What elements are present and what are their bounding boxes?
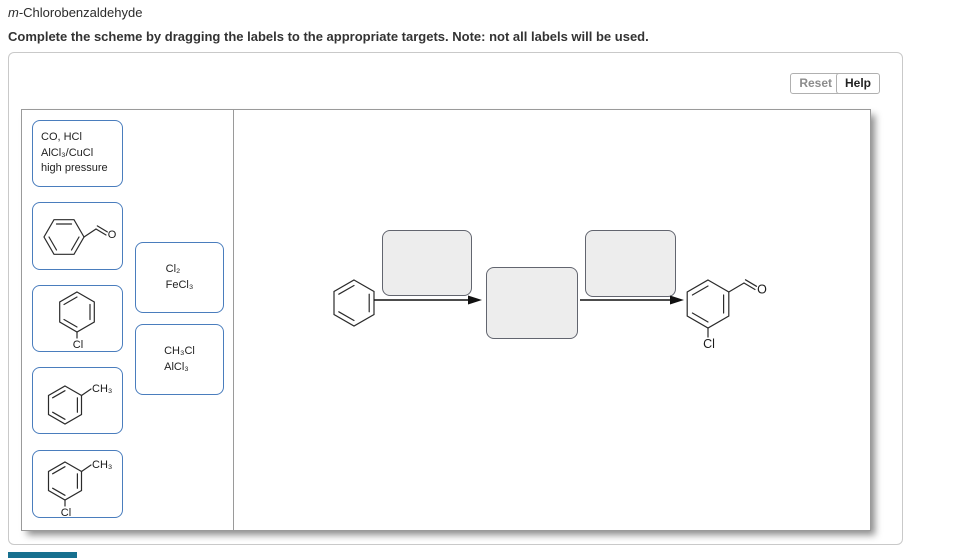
m-chlorotoluene-structure: CH₃ Cl	[47, 459, 112, 517]
intermediate-drop-target[interactable]	[486, 267, 578, 339]
reaction-arrow-2	[580, 295, 684, 305]
page-title: m-Chlorobenzaldehyde	[8, 5, 142, 20]
activity-panel: Reset Help CO, HCl AlCl₃/CuCl high press…	[8, 52, 903, 545]
label-tile-cl2-fecl3[interactable]: Cl₂ FeCl₃	[135, 242, 224, 313]
reagent-drop-target-1[interactable]	[382, 230, 472, 296]
label-tile-toluene[interactable]: CH₃	[32, 367, 123, 434]
toluene-ch3-label: CH₃	[92, 383, 112, 395]
product-o-label: O	[757, 283, 767, 297]
m-chlorotoluene-cl-label: Cl	[60, 507, 70, 517]
benzaldehyde-structure: O	[42, 219, 116, 255]
reset-button[interactable]: Reset	[790, 73, 841, 94]
conditions-line-1: CO, HCl	[41, 131, 82, 144]
help-button[interactable]: Help	[835, 73, 880, 94]
chlorobenzene-structure: Cl	[58, 290, 95, 351]
page-title-prefix: m	[8, 5, 19, 20]
chlorobenzene-cl-label: Cl	[72, 339, 82, 351]
reaction-arrow-1	[374, 295, 482, 305]
cl2-line: Cl₂	[165, 263, 181, 276]
workspace-panel: CO, HCl AlCl₃/CuCl high pressure O	[21, 109, 871, 531]
m-chlorobenzaldehyde-structure: O Cl	[686, 279, 767, 351]
instruction-text: Complete the scheme by dragging the labe…	[8, 29, 649, 44]
benzene-structure	[333, 279, 375, 327]
label-tile-benzaldehyde[interactable]: O	[32, 202, 123, 270]
progress-bar-fragment	[8, 552, 77, 558]
ch3cl-alcl3-text: CH₃Cl AlCl₃	[164, 344, 195, 375]
ch3cl-line: CH₃Cl	[164, 345, 195, 358]
conditions-line-2: AlCl₃/CuCl	[41, 146, 94, 159]
page-title-rest: -Chlorobenzaldehyde	[18, 5, 143, 20]
label-tile-co-hcl-conditions[interactable]: CO, HCl AlCl₃/CuCl high pressure	[32, 120, 123, 187]
label-tile-ch3cl-alcl3[interactable]: CH₃Cl AlCl₃	[135, 324, 224, 395]
toluene-structure: CH₃	[47, 383, 112, 425]
m-chlorotoluene-ch3-label: CH₃	[92, 459, 112, 471]
benzaldehyde-o-label: O	[107, 229, 116, 241]
label-tile-chlorobenzene[interactable]: Cl	[32, 285, 123, 352]
reagent-drop-target-2[interactable]	[585, 230, 676, 297]
alcl3-line: AlCl₃	[164, 360, 189, 373]
label-tile-m-chlorotoluene[interactable]: CH₃ Cl	[32, 450, 123, 518]
cl2-fecl3-text: Cl₂ FeCl₃	[166, 262, 194, 293]
product-cl-label: Cl	[703, 337, 715, 351]
fecl3-line: FeCl₃	[165, 278, 194, 291]
conditions-line-3: high pressure	[41, 162, 108, 175]
labels-divider	[233, 110, 234, 530]
